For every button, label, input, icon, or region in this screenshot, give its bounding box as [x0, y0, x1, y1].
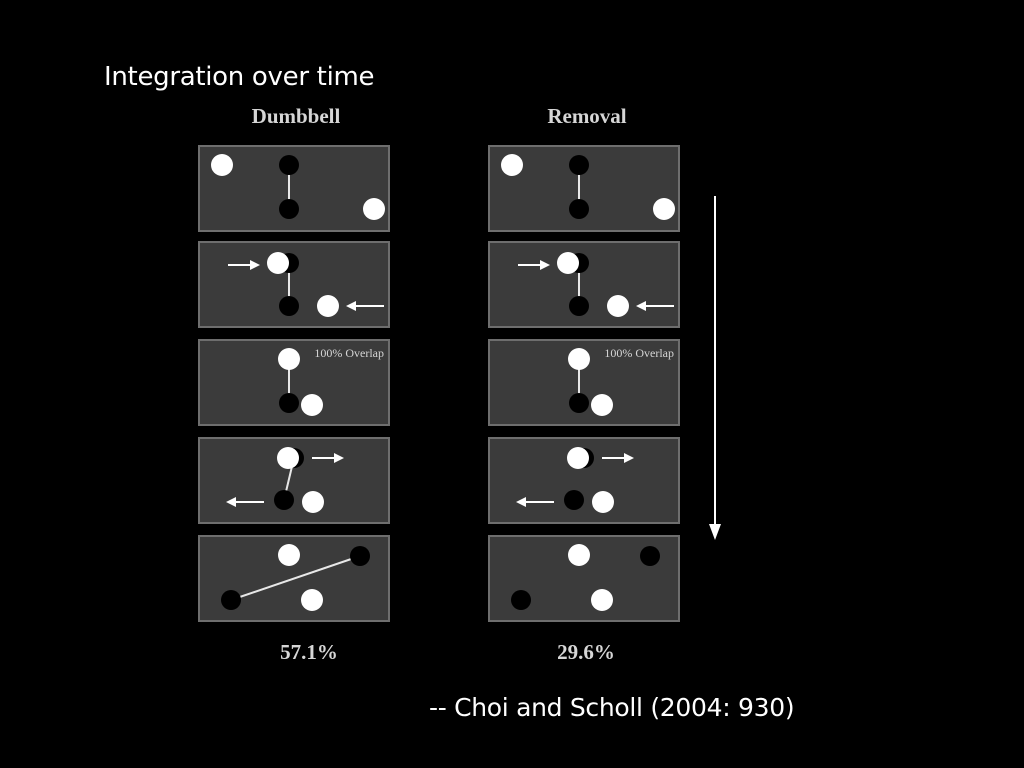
white-disc [267, 252, 289, 274]
removal-frame-5 [488, 535, 680, 622]
right-arrow-icon [518, 260, 550, 270]
removal-percent: 29.6% [557, 640, 615, 664]
white-disc [317, 295, 339, 317]
white-disc [501, 154, 523, 176]
white-disc [302, 491, 324, 513]
black-disc [274, 490, 294, 510]
white-disc [568, 544, 590, 566]
black-disc [640, 546, 660, 566]
removal-frame-1 [488, 145, 680, 232]
dumbbell-frame-1 [198, 145, 390, 232]
white-disc [592, 491, 614, 513]
black-disc [279, 199, 299, 219]
overlap-label: 100% Overlap [604, 346, 674, 360]
black-disc [564, 490, 584, 510]
citation: -- Choi and Scholl (2004: 930) [429, 693, 795, 722]
left-arrow-icon [226, 497, 264, 507]
overlap-label: 100% Overlap [314, 346, 384, 360]
removal-frame-4 [488, 437, 680, 524]
black-disc [279, 296, 299, 316]
white-disc [301, 394, 323, 416]
dumbbell-frame-2 [198, 241, 390, 328]
black-disc [221, 590, 241, 610]
white-disc [301, 589, 323, 611]
white-disc [278, 544, 300, 566]
white-disc [557, 252, 579, 274]
right-arrow-icon [312, 453, 344, 463]
removal-frame-3: 100% Overlap [488, 339, 680, 426]
white-disc [591, 589, 613, 611]
white-disc [567, 447, 589, 469]
black-disc [511, 590, 531, 610]
dumbbell-frame-4 [198, 437, 390, 524]
white-disc [211, 154, 233, 176]
white-disc [363, 198, 385, 220]
black-disc [350, 546, 370, 566]
dumbbell-heading: Dumbbell [251, 104, 341, 128]
white-disc [278, 348, 300, 370]
removal-frame-2 [488, 241, 680, 328]
black-disc [279, 393, 299, 413]
black-disc [279, 155, 299, 175]
left-arrow-icon [516, 497, 554, 507]
black-disc [569, 155, 589, 175]
white-disc [607, 295, 629, 317]
black-disc [569, 393, 589, 413]
white-disc [653, 198, 675, 220]
time-arrow-down-icon [709, 196, 721, 540]
right-arrow-icon [228, 260, 260, 270]
white-disc [591, 394, 613, 416]
right-arrow-icon [602, 453, 634, 463]
left-arrow-icon [346, 301, 384, 311]
removal-heading: Removal [547, 104, 627, 128]
dumbbell-frame-3: 100% Overlap [198, 339, 390, 426]
left-arrow-icon [636, 301, 674, 311]
dumbbell-frame-5 [198, 535, 390, 622]
white-disc [277, 447, 299, 469]
slide-title: Integration over time [104, 62, 375, 92]
dumbbell-percent: 57.1% [280, 640, 338, 664]
black-disc [569, 199, 589, 219]
white-disc [568, 348, 590, 370]
black-disc [569, 296, 589, 316]
